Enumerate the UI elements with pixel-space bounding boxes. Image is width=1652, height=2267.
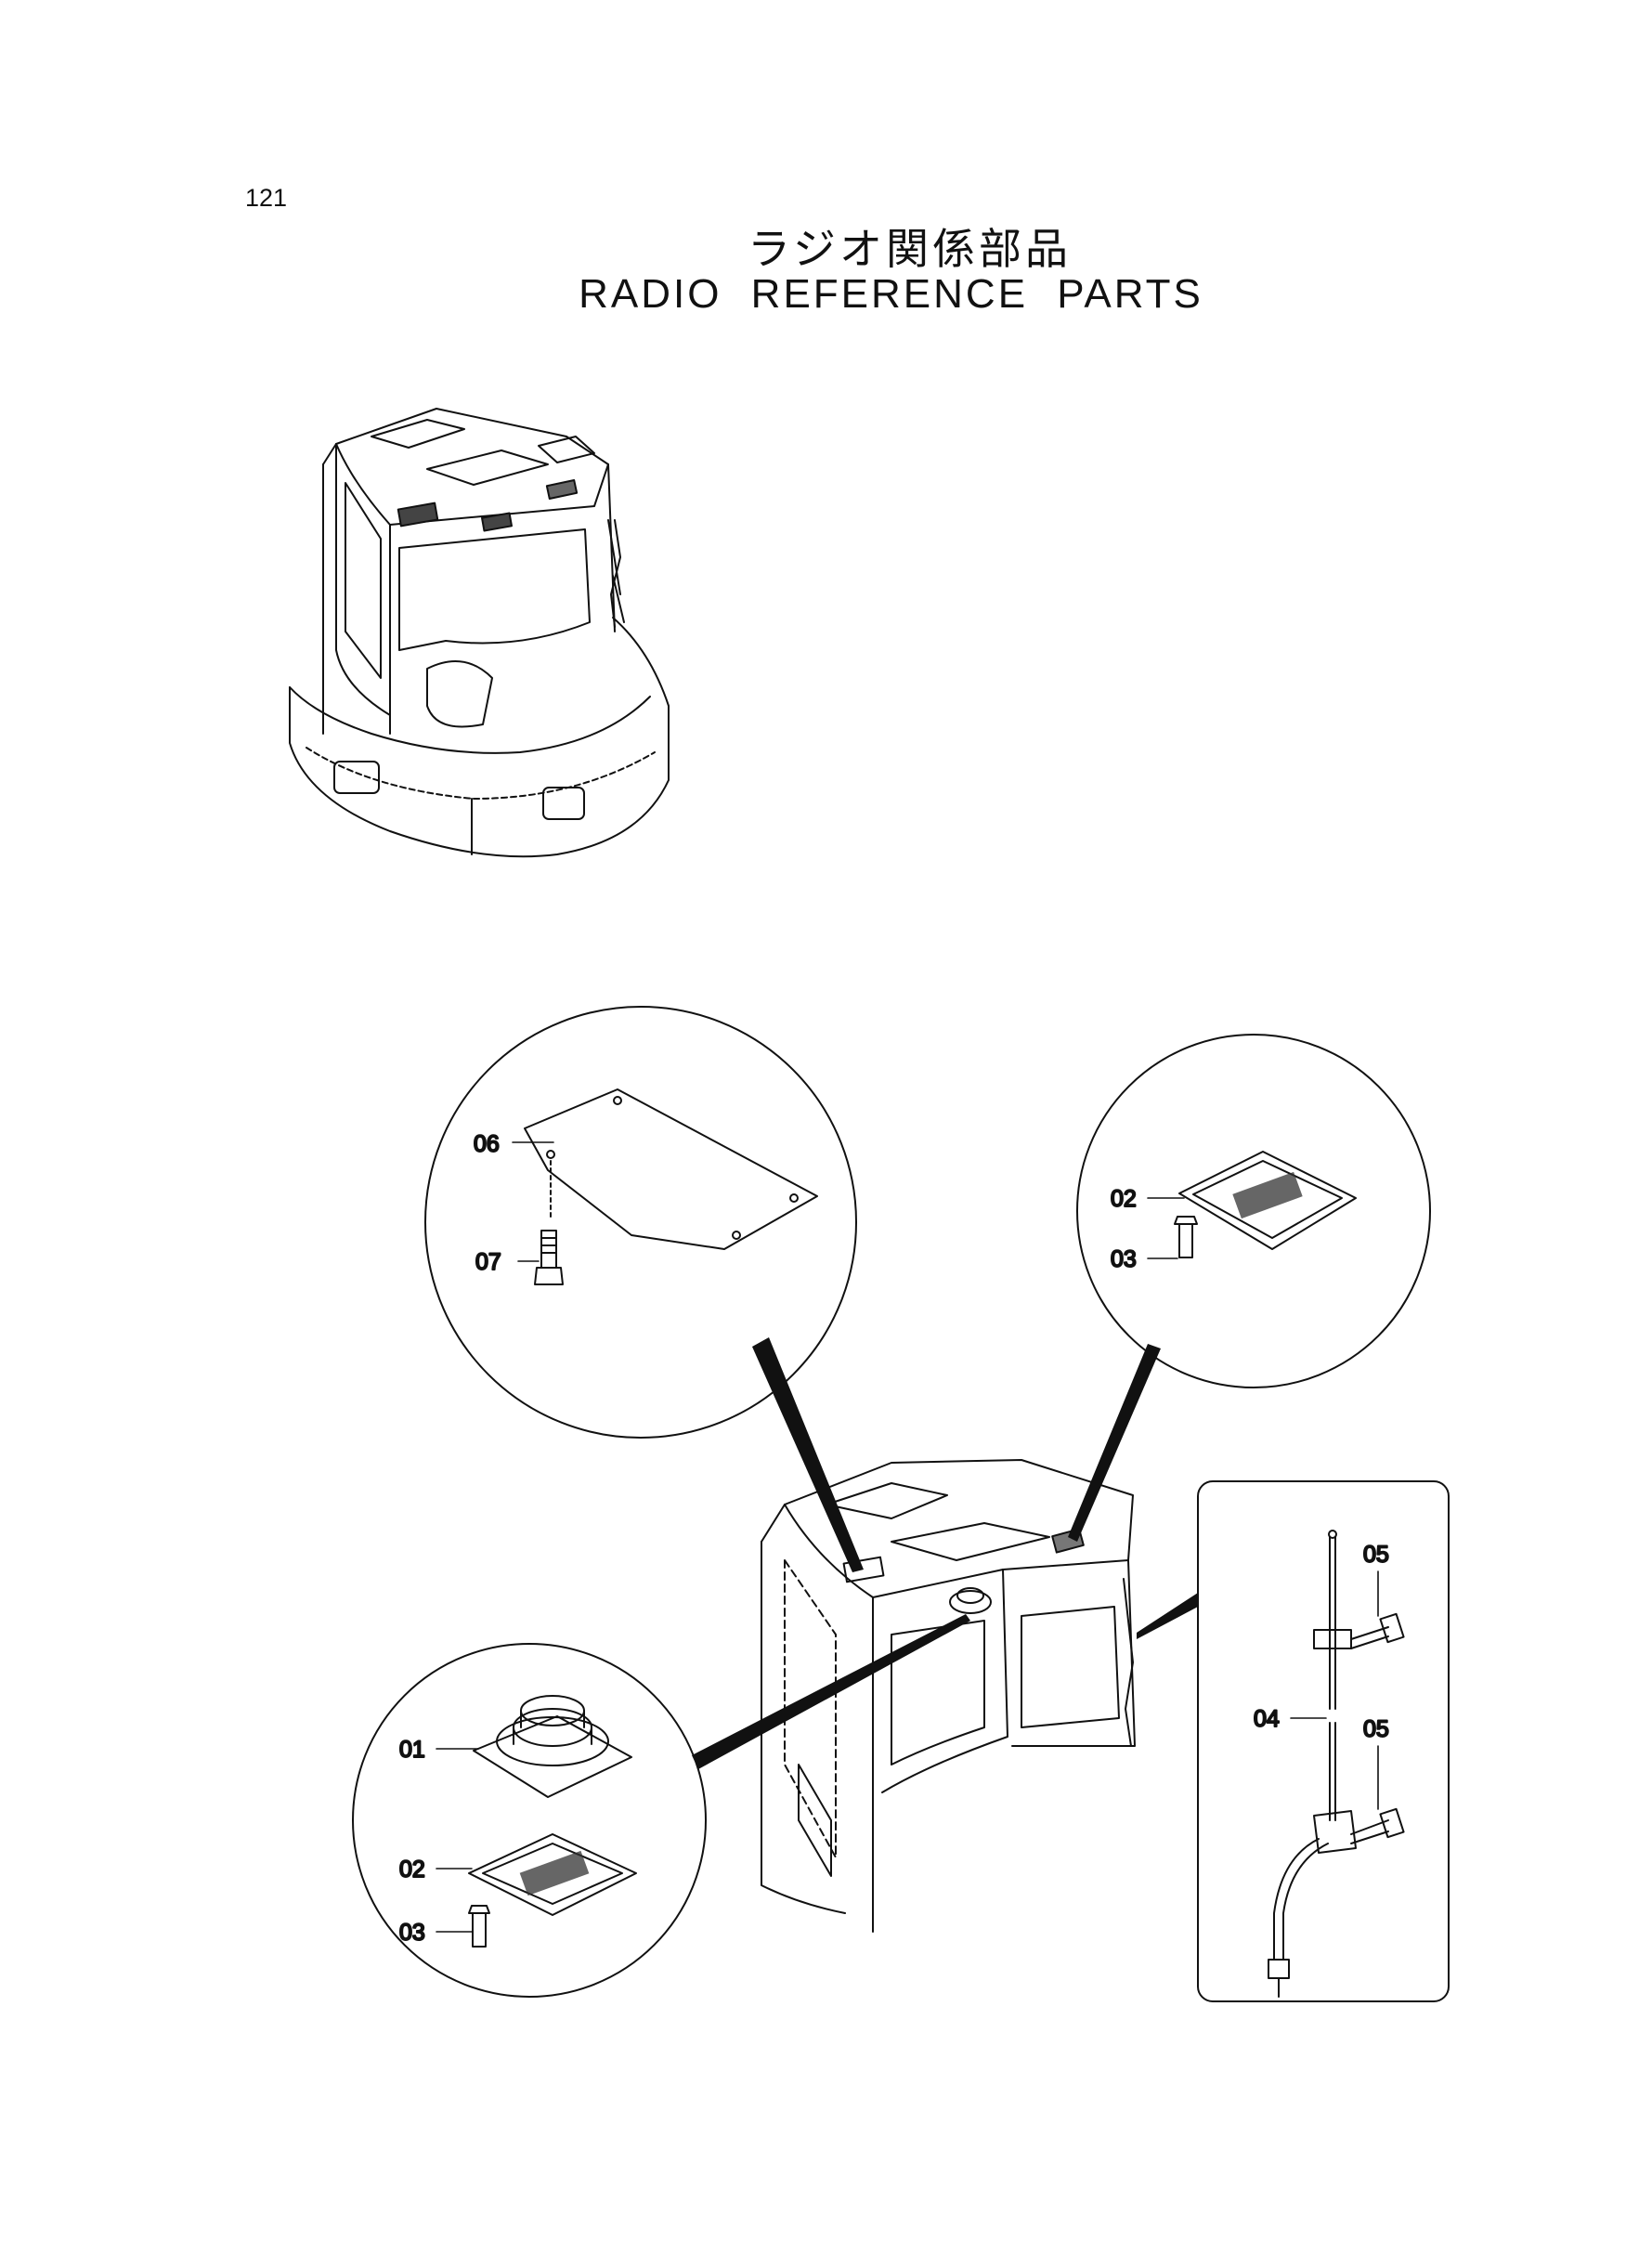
main-cab-illustration: [761, 1459, 1136, 1933]
title-japanese: ラジオ関係部品: [747, 224, 1073, 274]
wedge-cover-plate: [752, 1337, 864, 1572]
callout-06: 06: [474, 1131, 500, 1157]
detail-circle-speaker: [352, 1643, 707, 1998]
overview-machine-illustration: [289, 408, 670, 858]
title-english: RADIO REFERENCE PARTS: [579, 271, 1203, 317]
leader-lines: [436, 1141, 1379, 1933]
detail-circle-cover-plate: [424, 1006, 857, 1439]
callout-05-lower: 05: [1363, 1716, 1389, 1742]
callout-02-lower: 02: [399, 1857, 425, 1883]
callout-05-upper: 05: [1363, 1542, 1389, 1568]
callout-07: 07: [475, 1249, 501, 1275]
wedge-antenna: [1137, 1593, 1198, 1639]
detail-circle-grille-upper: [1076, 1034, 1431, 1388]
page-number: 121: [245, 184, 288, 212]
callout-02-upper: 02: [1111, 1186, 1137, 1212]
connector-wedges: [692, 1337, 1198, 1769]
callout-03-lower: 03: [399, 1920, 425, 1946]
callout-01: 01: [399, 1737, 425, 1763]
callout-03-upper: 03: [1111, 1246, 1137, 1272]
wedge-grille-upper: [1068, 1344, 1161, 1542]
wedge-speaker: [692, 1614, 970, 1769]
detail-box-antenna: [1197, 1480, 1450, 2002]
callout-04: 04: [1254, 1706, 1280, 1732]
